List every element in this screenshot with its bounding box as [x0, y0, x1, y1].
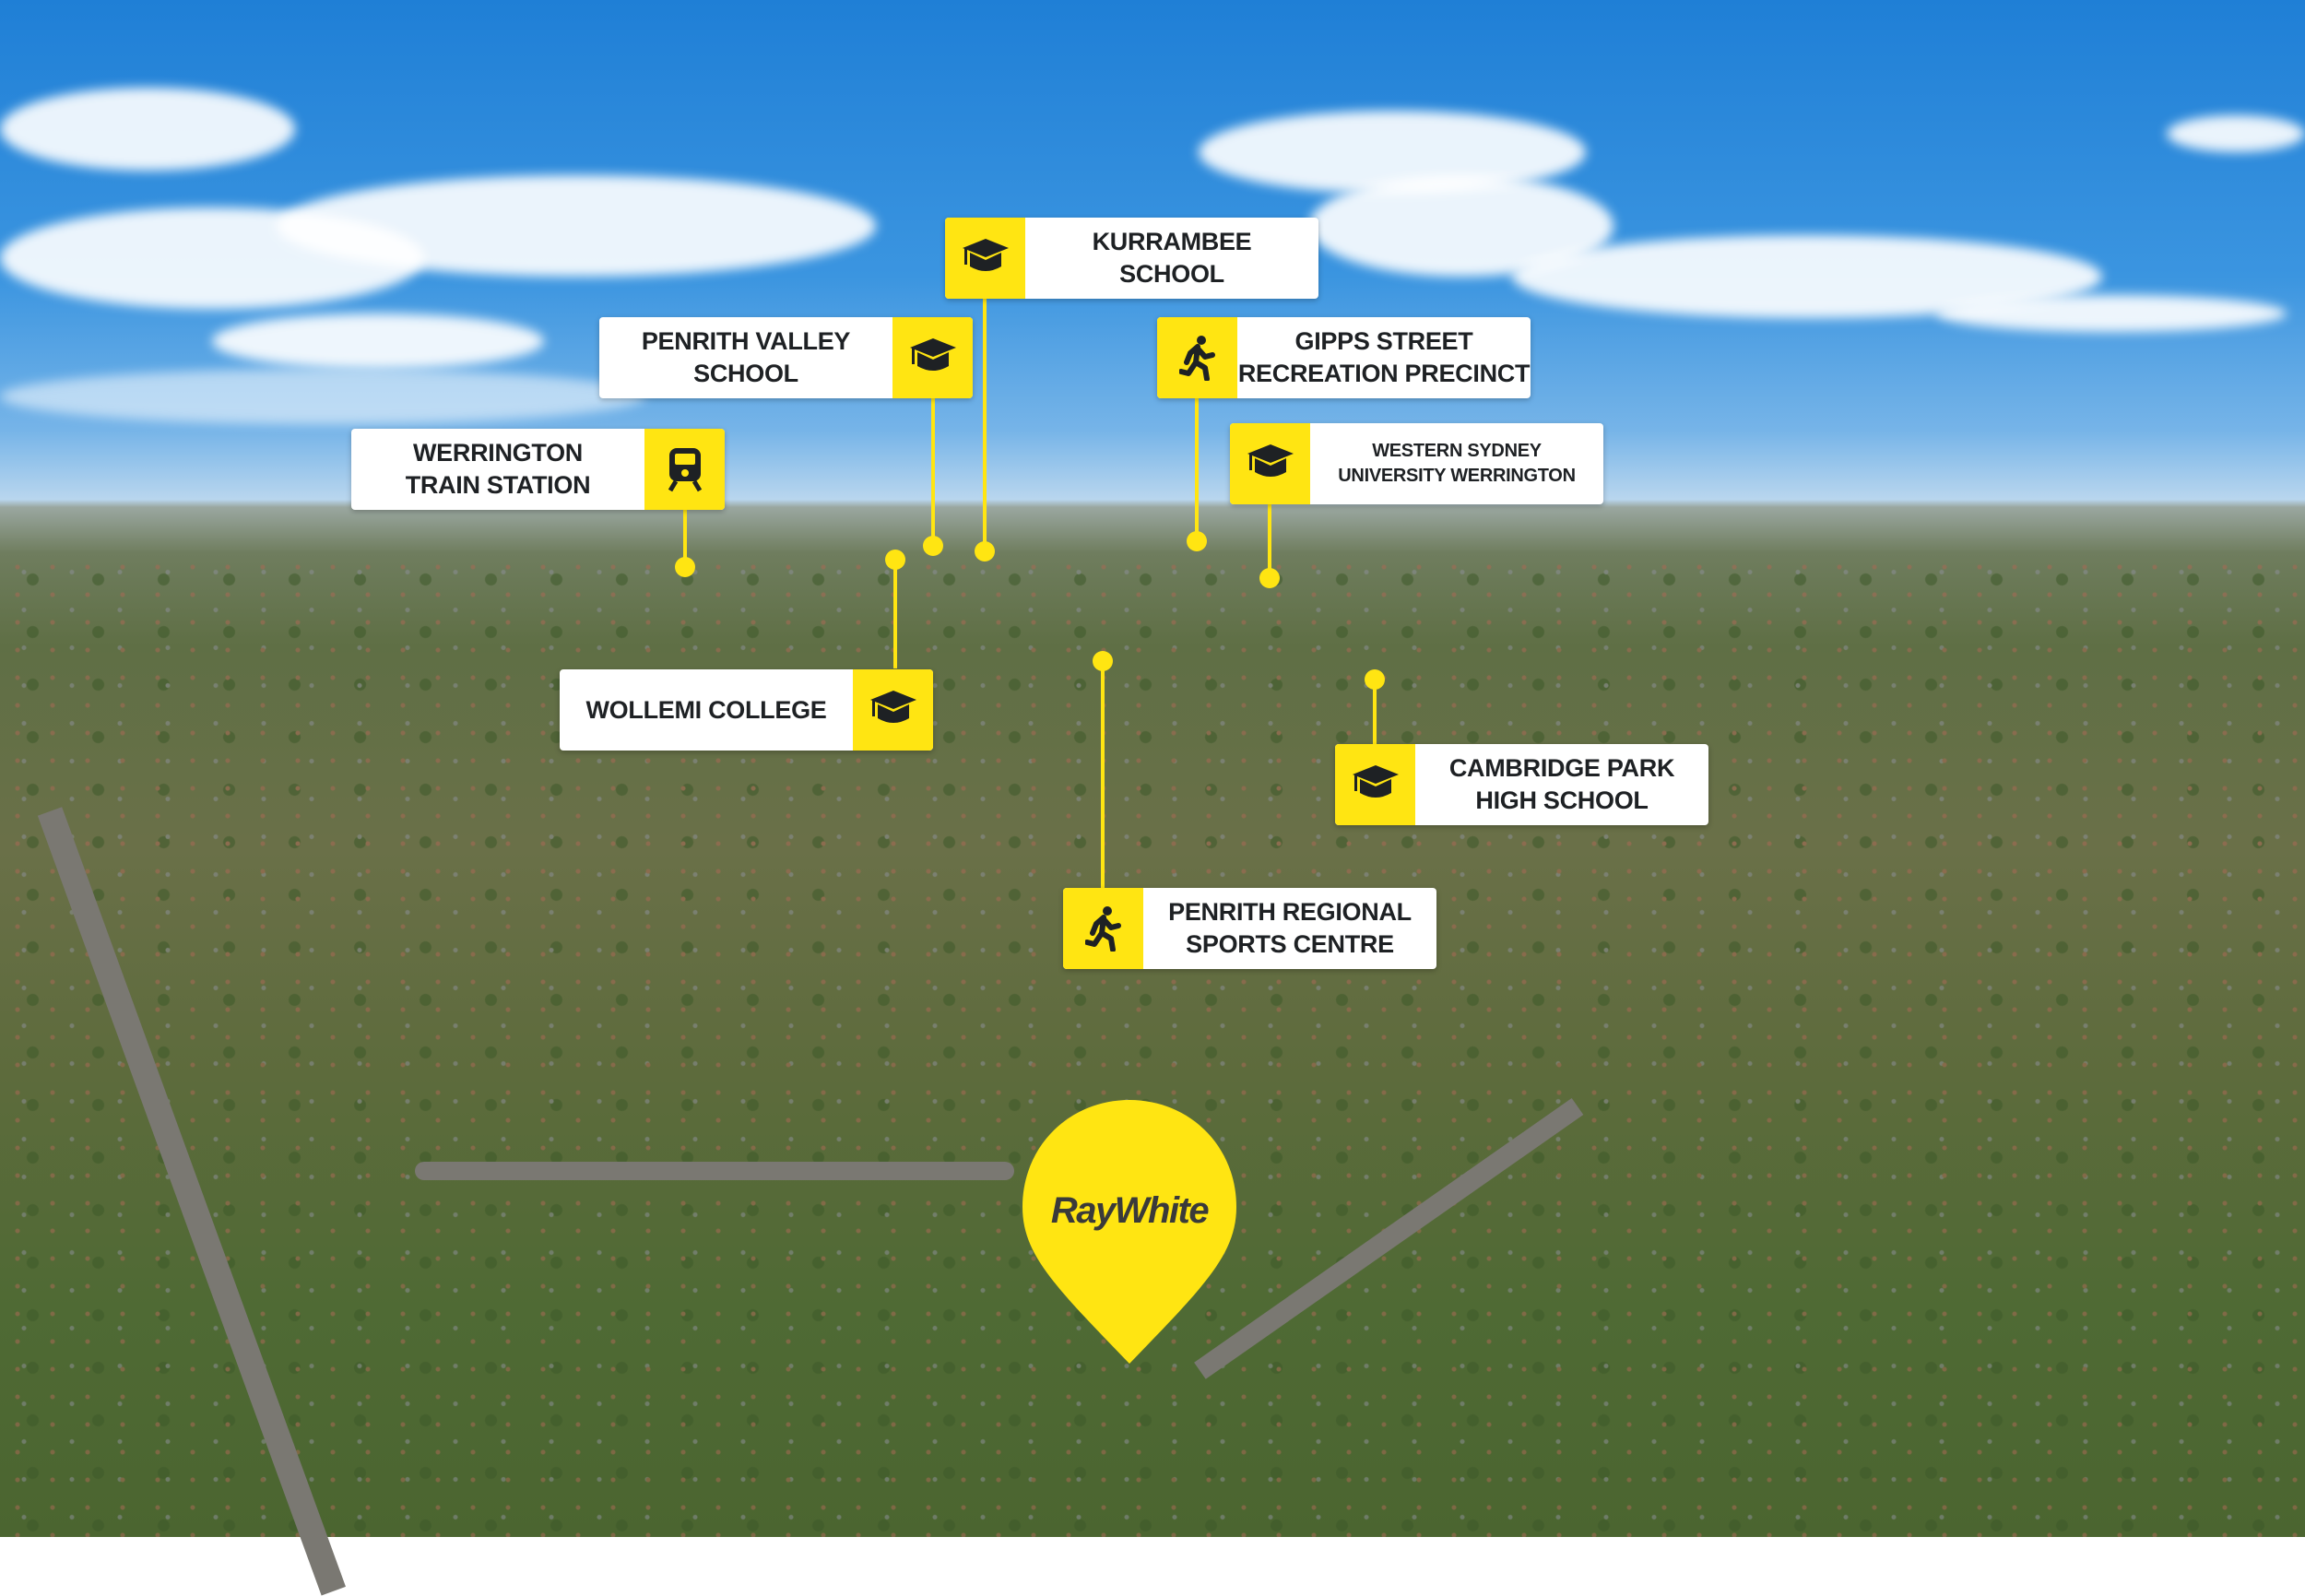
- poi-label: KURRAMBEE SCHOOL: [1092, 228, 1252, 288]
- poi-western-sydney-university-werrington: WESTERN SYDNEY UNIVERSITY WERRINGTON: [1230, 423, 1603, 504]
- poi-cambridge-park-high-school: CAMBRIDGE PARK HIGH SCHOOL: [1335, 744, 1708, 825]
- graduation-cap-icon: [892, 317, 973, 398]
- running-person-icon: [1063, 888, 1143, 969]
- marker-western-sydney: [1259, 568, 1280, 588]
- poi-kurrambee-school: KURRAMBEE SCHOOL: [945, 218, 1318, 299]
- poi-label: CAMBRIDGE PARK HIGH SCHOOL: [1448, 754, 1675, 814]
- graduation-cap-icon: [853, 669, 933, 751]
- connector-wollemi: [893, 560, 897, 668]
- graduation-cap-icon: [1335, 744, 1415, 825]
- poi-label: WERRINGTON TRAIN STATION: [405, 439, 591, 499]
- poi-penrith-regional-sports-centre: PENRITH REGIONAL SPORTS CENTRE: [1063, 888, 1436, 969]
- marker-penrith-valley: [923, 536, 943, 556]
- poi-label: WESTERN SYDNEY UNIVERSITY WERRINGTON: [1338, 441, 1576, 486]
- marker-kurrambee: [975, 541, 995, 562]
- connector-penrith-valley: [931, 398, 935, 546]
- poi-wollemi-college: WOLLEMI COLLEGE: [560, 669, 933, 751]
- map-pin-icon: [1022, 1100, 1236, 1364]
- marker-cambridge: [1365, 669, 1385, 690]
- graduation-cap-icon: [1230, 423, 1310, 504]
- poi-label: PENRITH VALLEY SCHOOL: [641, 327, 851, 387]
- poi-label: GIPPS STREET RECREATION PRECINCT: [1237, 327, 1531, 387]
- connector-cambridge: [1373, 680, 1377, 744]
- connector-western-sydney: [1268, 504, 1271, 578]
- train-icon: [644, 429, 725, 510]
- poi-penrith-valley-school: PENRITH VALLEY SCHOOL: [599, 317, 973, 398]
- connector-penrith-regional: [1101, 661, 1105, 888]
- property-location-pin: RayWhite: [1019, 1098, 1240, 1365]
- marker-werrington: [675, 557, 695, 577]
- poi-werrington-train-station: WERRINGTON TRAIN STATION: [351, 429, 725, 510]
- connector-werrington: [683, 510, 687, 567]
- marker-gipps: [1187, 531, 1207, 551]
- poi-label: WOLLEMI COLLEGE: [585, 695, 827, 724]
- raywhite-logo: RayWhite: [1050, 1190, 1210, 1231]
- marker-penrith-regional: [1093, 651, 1113, 671]
- poi-label: PENRITH REGIONAL SPORTS CENTRE: [1168, 898, 1412, 958]
- running-person-icon: [1157, 317, 1237, 398]
- marker-wollemi: [885, 550, 905, 570]
- connector-gipps: [1195, 398, 1199, 541]
- graduation-cap-icon: [945, 218, 1025, 299]
- poi-gipps-street-recreation-precinct: GIPPS STREET RECREATION PRECINCT: [1157, 317, 1531, 398]
- connector-kurrambee: [983, 299, 987, 551]
